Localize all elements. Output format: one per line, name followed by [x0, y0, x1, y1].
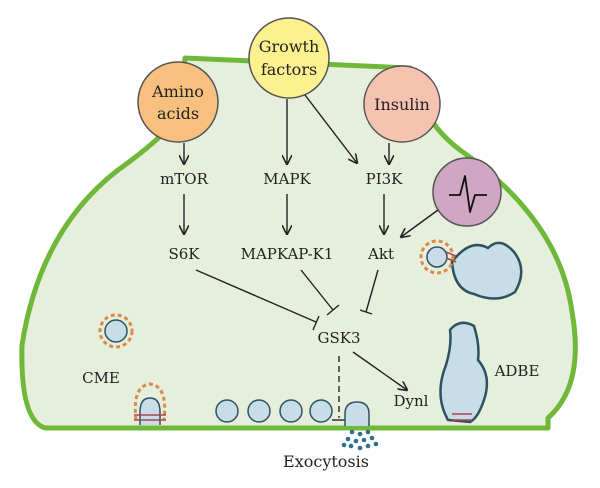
node-pi3k: PI3K — [366, 170, 404, 188]
docked-vesicle — [279, 399, 303, 423]
exocytosis-label: Exocytosis — [283, 452, 369, 471]
insulin-label: Insulin — [374, 95, 430, 114]
docked-vesicle — [309, 399, 333, 423]
cme-budding-vesicle — [133, 382, 167, 425]
growth-factors-label-line1: Growth — [259, 37, 320, 56]
docked-vesicles — [215, 399, 333, 423]
adbe-upper-endosome — [419, 239, 523, 300]
inhibit-s6k-gsk3 — [195, 269, 317, 323]
amino-acids-circle — [137, 61, 219, 143]
inhibit-akt-gsk3 — [365, 269, 379, 313]
insulin-circle — [363, 65, 441, 143]
growth-factors-label-line2: factors — [261, 60, 317, 79]
exocytosis-event — [341, 401, 379, 451]
growth-factors-circle — [248, 17, 330, 99]
docked-vesicle — [215, 399, 239, 423]
node-mapkap-k1: MAPKAP-K1 — [241, 245, 334, 263]
adbe-bulk-endosome — [439, 321, 489, 424]
node-mtor: mTOR — [160, 170, 209, 188]
action-potential-icon — [449, 175, 487, 213]
amino-acids-label-line2: acids — [157, 104, 199, 123]
amino-acids-label-line1: Amino — [151, 82, 204, 101]
node-s6k: S6K — [168, 245, 200, 263]
node-mapk: MAPK — [263, 170, 311, 188]
cme-free-vesicle — [98, 313, 134, 349]
arrow-gsk3-to-dynl — [352, 351, 407, 390]
activation-arrows — [184, 94, 439, 390]
node-akt: Akt — [367, 245, 394, 263]
arrow-signal-to-akt — [401, 209, 439, 237]
adbe-label: ADBE — [494, 362, 540, 380]
arrow-growth-to-pi3k — [304, 94, 357, 163]
cme-label: CME — [82, 369, 120, 387]
neurotransmitter-dots — [341, 429, 379, 451]
inhibit-mapkapk1-gsk3 — [300, 269, 334, 311]
docked-vesicle — [247, 399, 271, 423]
node-dynl: Dynl — [394, 392, 429, 410]
inhibition-lines — [195, 269, 379, 421]
node-gsk3: GSK3 — [317, 329, 360, 347]
